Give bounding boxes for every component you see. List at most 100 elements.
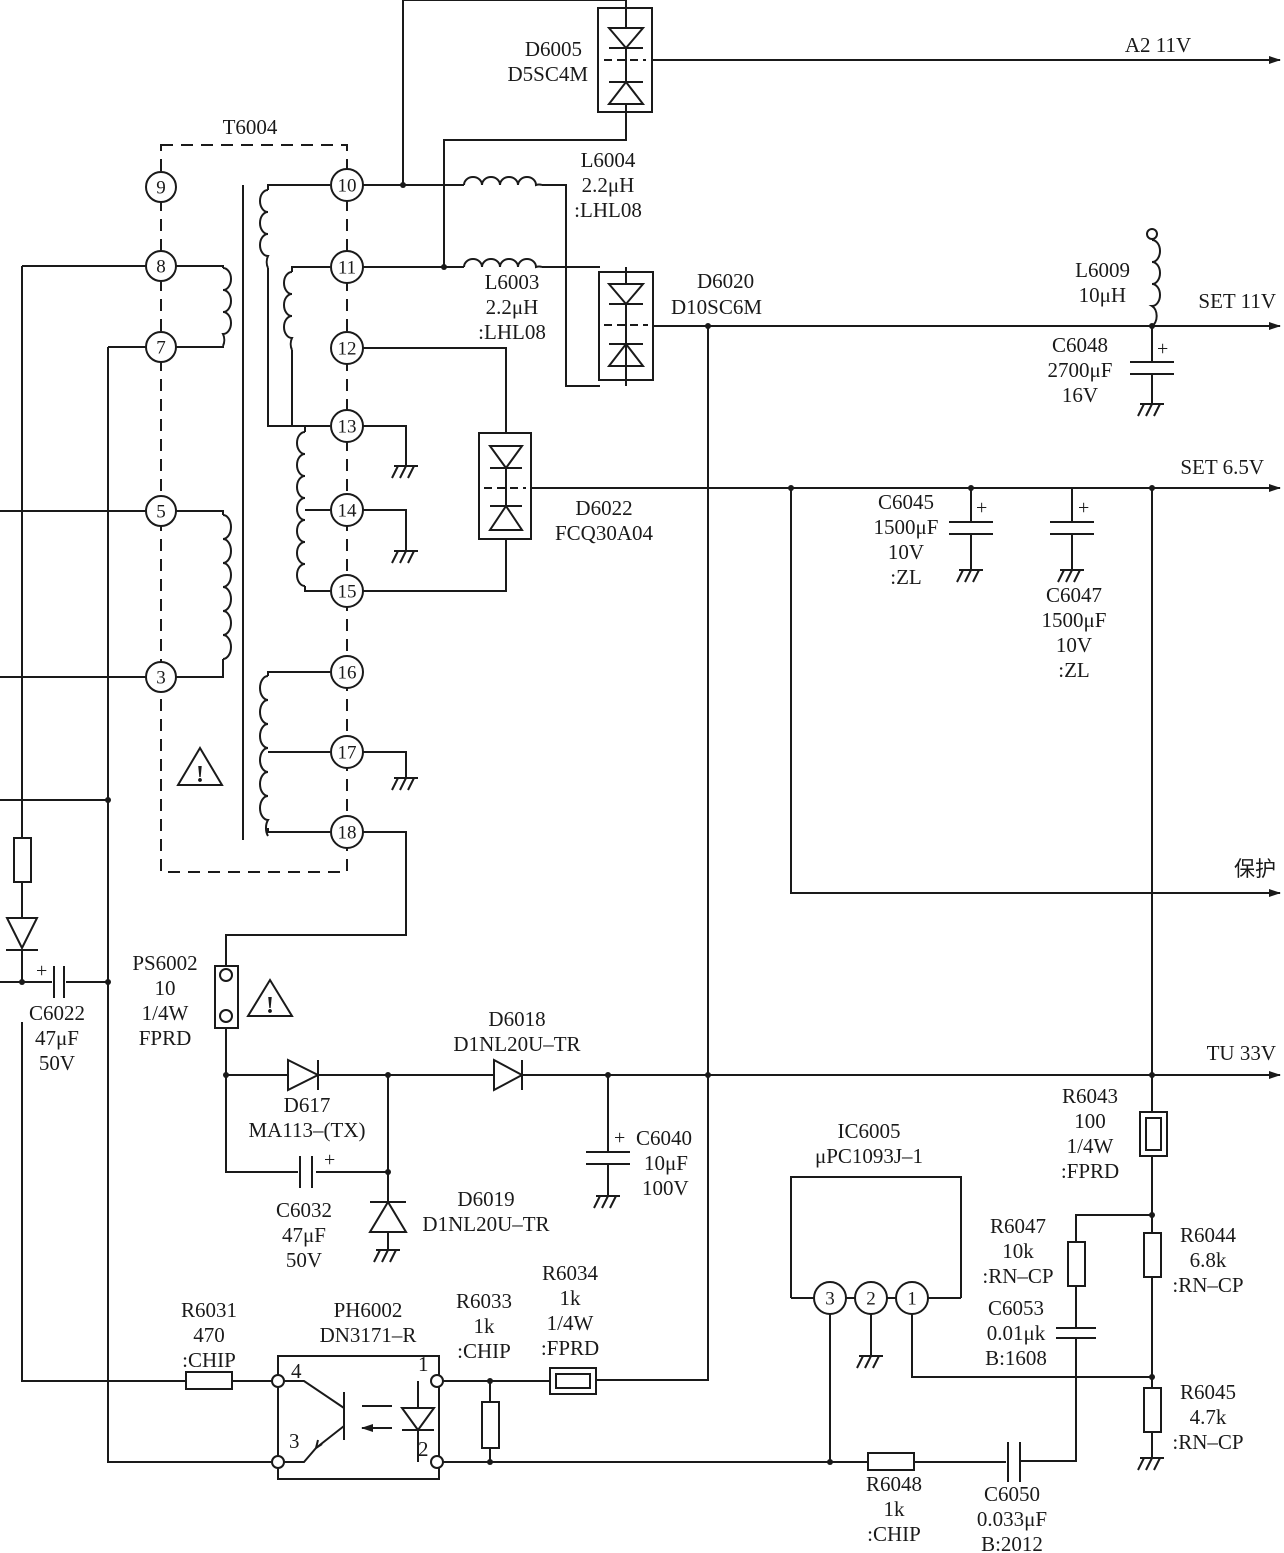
svg-text:3: 3 <box>156 668 166 689</box>
diode-d617: D617 MA113–(TX) <box>248 1058 366 1142</box>
svg-text:R6043: R6043 <box>1062 1084 1118 1108</box>
pin-8: 8 <box>145 250 177 282</box>
svg-text:R6047: R6047 <box>990 1214 1046 1238</box>
svg-text:C6050: C6050 <box>984 1482 1040 1506</box>
svg-text::ZL: :ZL <box>890 565 922 589</box>
svg-text::FPRD: :FPRD <box>1061 1159 1119 1183</box>
svg-text:2.2μH: 2.2μH <box>582 173 635 197</box>
svg-text:8: 8 <box>156 257 166 278</box>
svg-text:B:2012: B:2012 <box>981 1532 1043 1553</box>
output-protect: 保护 <box>1234 857 1276 881</box>
svg-text:1500μF: 1500μF <box>874 515 939 539</box>
svg-text:L6003: L6003 <box>485 270 540 294</box>
resistor-r6048: R6048 1k :CHIP <box>866 1452 922 1546</box>
svg-text:470: 470 <box>193 1323 225 1347</box>
svg-text:2: 2 <box>866 1289 876 1310</box>
svg-text:1: 1 <box>418 1352 429 1376</box>
svg-text:C6022: C6022 <box>29 1001 85 1025</box>
svg-text:D5SC4M: D5SC4M <box>507 62 588 86</box>
pin-14: 14 <box>330 493 364 527</box>
svg-text::LHL08: :LHL08 <box>574 198 642 222</box>
svg-text:R6044: R6044 <box>1180 1223 1237 1247</box>
capacitor-c6047: + C6047 1500μF 10V :ZL <box>1042 488 1107 682</box>
svg-text:D6005: D6005 <box>525 37 582 61</box>
svg-text:10μH: 10μH <box>1079 283 1126 307</box>
svg-text:10μF: 10μF <box>644 1151 688 1175</box>
diode-d6005: D6005 D5SC4M <box>507 7 653 113</box>
svg-text:47μF: 47μF <box>282 1223 326 1247</box>
svg-text:L6009: L6009 <box>1075 258 1130 282</box>
svg-text:D6018: D6018 <box>488 1007 545 1031</box>
diode-d6019: D6019 D1NL20U–TR <box>368 1075 550 1263</box>
svg-text:47μF: 47μF <box>35 1026 79 1050</box>
resistor-r6043: R6043 100 1/4W :FPRD <box>1061 1084 1168 1183</box>
svg-text:5: 5 <box>156 502 166 523</box>
svg-text:10: 10 <box>155 976 176 1000</box>
pin-12: 12 <box>330 331 364 365</box>
svg-text:R6033: R6033 <box>456 1289 512 1313</box>
protect-line <box>790 488 1281 897</box>
svg-text:R6034: R6034 <box>542 1261 599 1285</box>
svg-text:14: 14 <box>338 501 358 522</box>
capacitor-c6050: C6050 0.033μF B:2012 <box>977 1442 1047 1553</box>
pin-5: 5 <box>145 495 177 527</box>
svg-text:100V: 100V <box>642 1176 689 1200</box>
svg-text:D1NL20U–TR: D1NL20U–TR <box>422 1212 549 1236</box>
output-set-11v: SET 11V <box>1198 289 1276 313</box>
svg-text:C6045: C6045 <box>878 490 934 514</box>
svg-text::CHIP: :CHIP <box>867 1522 921 1546</box>
svg-text:R6048: R6048 <box>866 1472 922 1496</box>
svg-text:L6004: L6004 <box>581 148 636 172</box>
resistor-r6047: R6047 10k :RN–CP C6053 0.01μk B:1608 <box>982 1212 1155 1462</box>
diode-d6022: D6022 FCQ30A04 <box>478 432 654 545</box>
transformer-t6004: T6004 9 8 7 5 3 10 11 12 13 14 15 16 17 … <box>145 115 364 873</box>
svg-text:13: 13 <box>338 417 357 438</box>
resistor-r6045: R6045 4.7k :RN–CP <box>1137 1380 1244 1471</box>
svg-text:MA113–(TX): MA113–(TX) <box>248 1118 365 1142</box>
svg-text:2700μF: 2700μF <box>1048 358 1113 382</box>
svg-text:D617: D617 <box>284 1093 331 1117</box>
svg-text:17: 17 <box>338 743 357 764</box>
svg-text:D6020: D6020 <box>697 269 754 293</box>
ic-ic6005: IC6005 μPC1093J–1 3 2 1 <box>790 1119 1152 1461</box>
top-output-wiring <box>363 0 627 387</box>
pin-3: 3 <box>145 661 177 693</box>
capacitor-c6048: + C6048 2700μF 16V <box>1048 326 1174 417</box>
svg-text::FPRD: :FPRD <box>541 1336 599 1360</box>
pin-7: 7 <box>145 331 177 363</box>
resistor-r6034: R6034 1k 1/4W :FPRD <box>541 1261 599 1395</box>
svg-text:!: ! <box>266 993 274 1019</box>
svg-text:+: + <box>1157 338 1168 360</box>
svg-text:+: + <box>36 960 47 982</box>
svg-text:3: 3 <box>825 1289 835 1310</box>
svg-text::CHIP: :CHIP <box>182 1348 236 1372</box>
resistor-r6033: R6033 1k :CHIP <box>456 1289 512 1462</box>
output-set-65v: SET 6.5V <box>1180 455 1264 479</box>
svg-text:2: 2 <box>418 1437 429 1461</box>
svg-text:B:1608: B:1608 <box>985 1346 1047 1370</box>
output-tu-33v: TU 33V <box>1207 1041 1276 1065</box>
svg-text:6.8k: 6.8k <box>1190 1248 1227 1272</box>
svg-text:18: 18 <box>338 823 357 844</box>
feedback-line <box>596 326 709 1381</box>
svg-text:+: + <box>614 1127 625 1149</box>
diode-d6020: D6020 D10SC6M <box>598 269 762 381</box>
svg-text:μPC1093J–1: μPC1093J–1 <box>815 1144 923 1168</box>
svg-text:10k: 10k <box>1002 1239 1034 1263</box>
svg-text:16: 16 <box>338 663 357 684</box>
svg-text:FCQ30A04: FCQ30A04 <box>555 521 654 545</box>
svg-text::RN–CP: :RN–CP <box>1172 1430 1243 1454</box>
svg-text::LHL08: :LHL08 <box>478 320 546 344</box>
inductor-l6004-label: L6004 2.2μH :LHL08 <box>574 148 642 222</box>
svg-text:2.2μH: 2.2μH <box>486 295 539 319</box>
svg-text:11: 11 <box>338 258 356 279</box>
svg-text::ZL: :ZL <box>1058 658 1090 682</box>
fuse-ps6002: PS6002 10 1/4W FPRD <box>132 951 239 1050</box>
svg-text:+: + <box>324 1149 335 1171</box>
svg-text:1500μF: 1500μF <box>1042 608 1107 632</box>
inductor-l6009: L6009 10μH <box>1075 228 1161 327</box>
svg-text:10: 10 <box>338 176 357 197</box>
pin-18: 18 <box>330 815 364 849</box>
svg-text:D1NL20U–TR: D1NL20U–TR <box>453 1032 580 1056</box>
svg-text:C6047: C6047 <box>1046 583 1102 607</box>
